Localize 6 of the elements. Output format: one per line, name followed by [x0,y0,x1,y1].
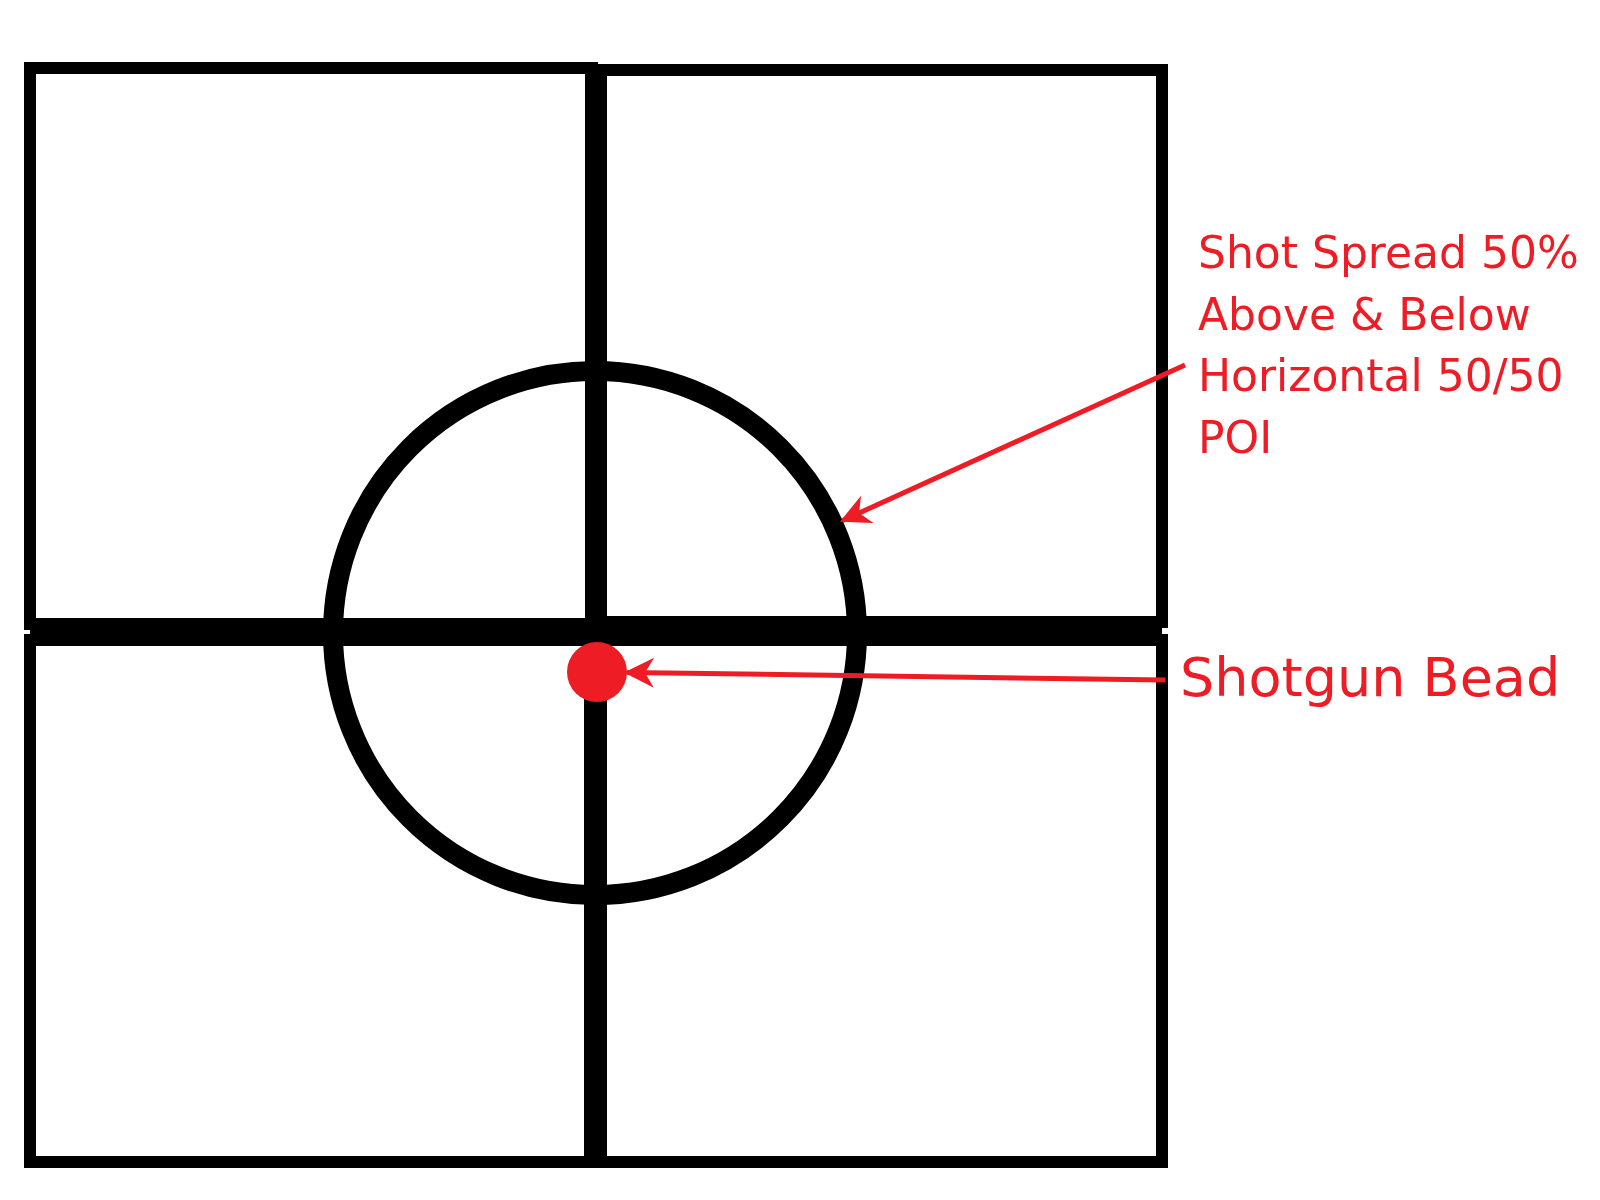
callout-text: Shotgun Bead [1180,640,1600,716]
leader-arrow [624,657,1166,688]
callout-text: Shot Spread 50% Above & Below Horizontal 50/50 POI [1198,222,1598,469]
bead-dot [567,642,627,702]
shot-spread-circle [323,361,867,905]
leader-arrow [839,362,1187,523]
